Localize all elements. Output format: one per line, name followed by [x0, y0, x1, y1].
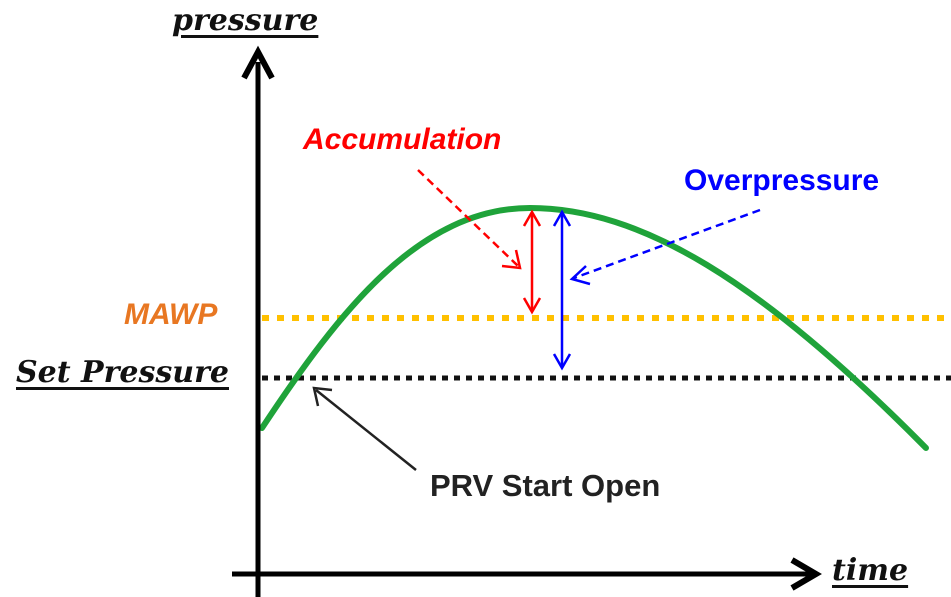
- prv-start-open-label: PRV Start Open: [430, 468, 661, 503]
- y-axis: [241, 45, 275, 597]
- overpressure-label: Overpressure: [684, 164, 880, 197]
- prv-start-open-pointer: [312, 386, 417, 471]
- overpressure-pointer: [569, 208, 761, 286]
- mawp-label: MAWP: [124, 298, 218, 331]
- accumulation-arrow: [522, 209, 542, 315]
- overpressure-arrow: [552, 209, 572, 371]
- accumulation-label: Accumulation: [303, 123, 502, 156]
- x-axis-label: time: [832, 553, 909, 588]
- y-axis-label: pressure: [172, 3, 319, 38]
- pressure-curve: [259, 204, 929, 451]
- set-pressure-label: Set Pressure: [16, 355, 229, 390]
- accumulation-pointer: [417, 169, 522, 270]
- x-axis: [232, 557, 822, 591]
